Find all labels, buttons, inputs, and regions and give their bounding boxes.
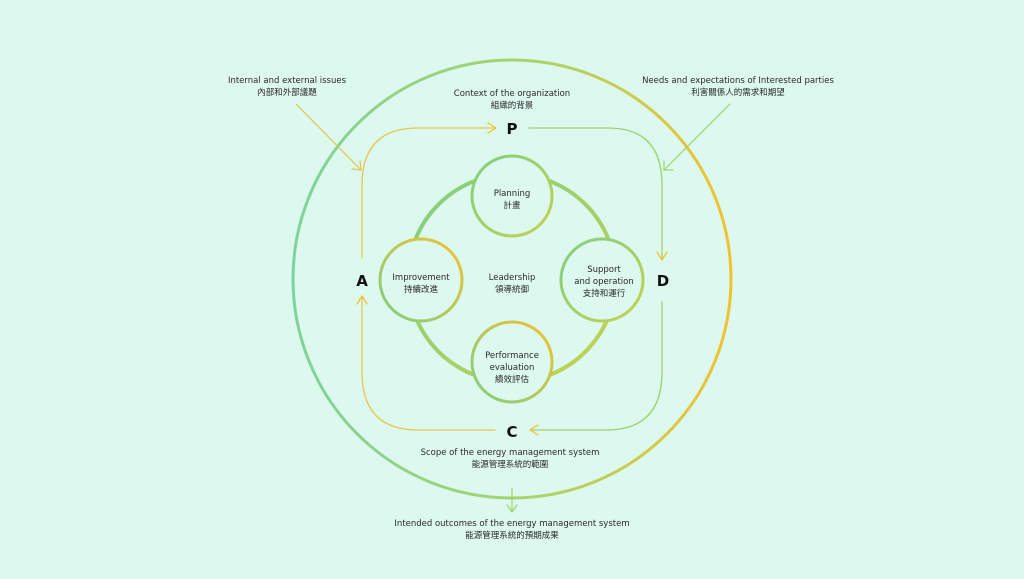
support-label-line2: and operation <box>574 277 634 287</box>
arrow-needs <box>663 103 731 171</box>
issues-label-zh: 內部和外部議題 <box>257 87 317 98</box>
letter-d: D <box>657 272 669 290</box>
arrow-d-to-c <box>531 301 663 431</box>
arrowhead-needs <box>663 160 674 171</box>
issues-label-en: Internal and external issues <box>228 76 347 86</box>
arrow-a-to-p <box>361 127 495 259</box>
planning-circle <box>470 154 554 238</box>
scope-label-zh: 能源管理系統的範圍 <box>472 459 549 470</box>
arrowhead-a <box>356 295 368 305</box>
arrowhead-p <box>487 122 497 134</box>
evaluation-label-zh: 績效評估 <box>495 374 530 385</box>
improvement-circle <box>378 237 464 323</box>
improvement-label-en: Improvement <box>392 273 450 283</box>
arrow-c-to-a <box>361 297 496 431</box>
leadership-label-en: Leadership <box>489 273 536 283</box>
pdca-loop <box>356 122 668 436</box>
improvement-label-zh: 持續改進 <box>404 284 439 295</box>
planning-label-zh: 計畫 <box>503 200 521 211</box>
support-circle <box>559 237 645 323</box>
letter-p: P <box>507 120 518 138</box>
external-arrows <box>295 103 731 514</box>
context-label-en: Context of the organization <box>454 89 570 99</box>
needs-label-en: Needs and expectations of Interested par… <box>642 76 834 86</box>
support-label-line1: Support <box>587 265 621 275</box>
evaluation-label-line2: evaluation <box>490 363 535 373</box>
letter-c: C <box>506 423 517 441</box>
support-label-zh: 支持和運行 <box>583 288 626 299</box>
outcomes-label-en: Intended outcomes of the energy manageme… <box>394 519 629 529</box>
arrowhead-c <box>529 424 539 436</box>
arrow-p-to-d <box>528 127 663 259</box>
context-label-zh: 組織的背景 <box>491 100 534 111</box>
needs-label-zh: 利害關係人的需求和期望 <box>691 87 785 98</box>
outcomes-label-zh: 能源管理系統的預期成果 <box>465 530 559 541</box>
scope-label-en: Scope of the energy management system <box>421 448 600 458</box>
arrowhead-d <box>656 251 668 261</box>
arrow-issues <box>295 103 362 171</box>
evaluation-circle <box>470 320 554 404</box>
arrowhead-issues <box>351 160 362 171</box>
leadership-label-zh: 領導統御 <box>495 284 529 295</box>
planning-label-en: Planning <box>494 189 531 199</box>
arrowhead-outcomes <box>506 504 518 514</box>
evaluation-label-line1: Performance <box>485 351 539 361</box>
letter-a: A <box>356 272 368 290</box>
